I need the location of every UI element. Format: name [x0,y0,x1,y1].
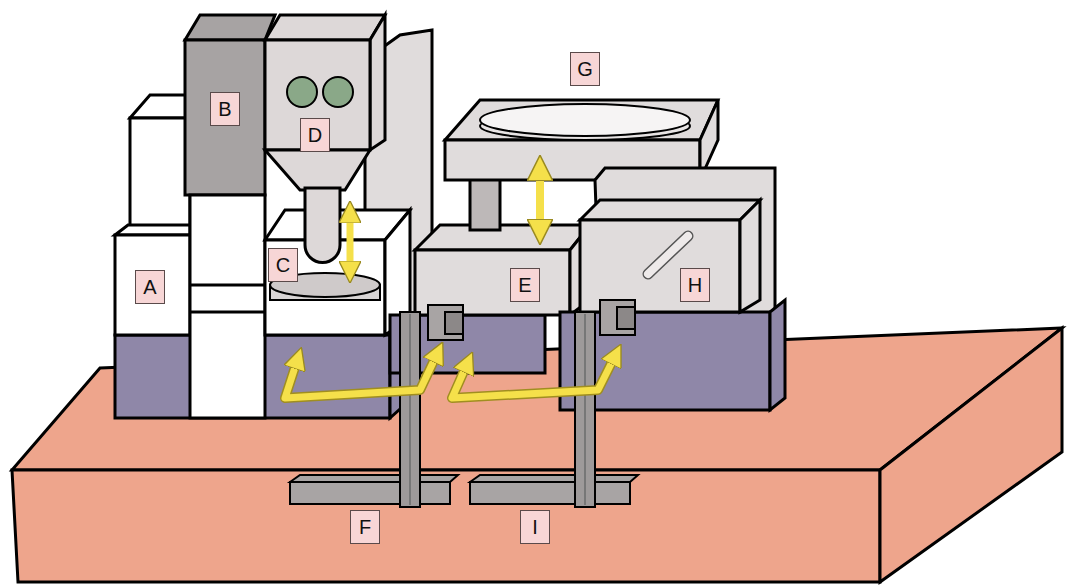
head-top [265,15,385,40]
callout-letter: F [359,516,371,539]
rod-base [470,482,630,504]
purple-base-side [770,300,785,410]
transfer-rod [575,312,595,507]
gripper-tab [445,312,463,334]
callout-letter: E [518,274,531,297]
column-division [190,311,265,314]
column-top [185,15,275,40]
callout-box: H [680,268,710,302]
white-block [130,118,190,235]
transfer-arrow [285,352,438,398]
callout-box: B [210,92,240,126]
wafer [480,104,690,136]
microscope-head [265,40,370,150]
objective-tube [305,188,340,263]
module-side [740,200,760,312]
callout-letter: C [276,254,290,277]
transfer-rod [400,312,420,507]
rod-base-top [290,475,458,482]
gripper [600,300,635,335]
callout-letter: D [308,124,322,147]
gray-column [185,40,265,195]
callout-box: C [268,248,298,282]
rod-shading [409,314,411,505]
callout-box: A [135,270,165,304]
plate-top [445,100,718,140]
callout-letter: I [532,516,538,539]
transfer-arrow-outline [285,352,438,398]
callout-box: E [510,268,540,302]
gripper-tab [617,307,635,329]
callout-letter: B [218,98,231,121]
rod-base [290,482,450,504]
eyepiece [323,77,353,107]
module-top [580,200,760,220]
column-division [190,284,265,287]
callout-letter: G [577,58,593,81]
eyepiece [287,77,317,107]
module-top [415,225,590,250]
white-block [115,235,190,335]
callout-box: I [520,510,550,544]
callout-letter: H [688,274,702,297]
module-box [580,220,740,312]
head-side [370,15,385,150]
transfer-arrow-outline [452,354,616,398]
rod-shading [584,314,586,505]
rod-base-top [470,475,638,482]
callout-box: D [300,118,330,152]
vertical-motion-arrow [347,212,354,272]
callout-box: F [350,510,380,544]
callout-box: G [570,52,600,86]
table-front [12,470,880,582]
callout-letter: A [143,276,156,299]
white-column [190,195,265,418]
transfer-arrow [452,354,616,398]
gripper [428,305,463,340]
vertical-motion-arrow [536,168,544,232]
head-funnel [265,150,370,190]
table-side [880,328,1062,582]
